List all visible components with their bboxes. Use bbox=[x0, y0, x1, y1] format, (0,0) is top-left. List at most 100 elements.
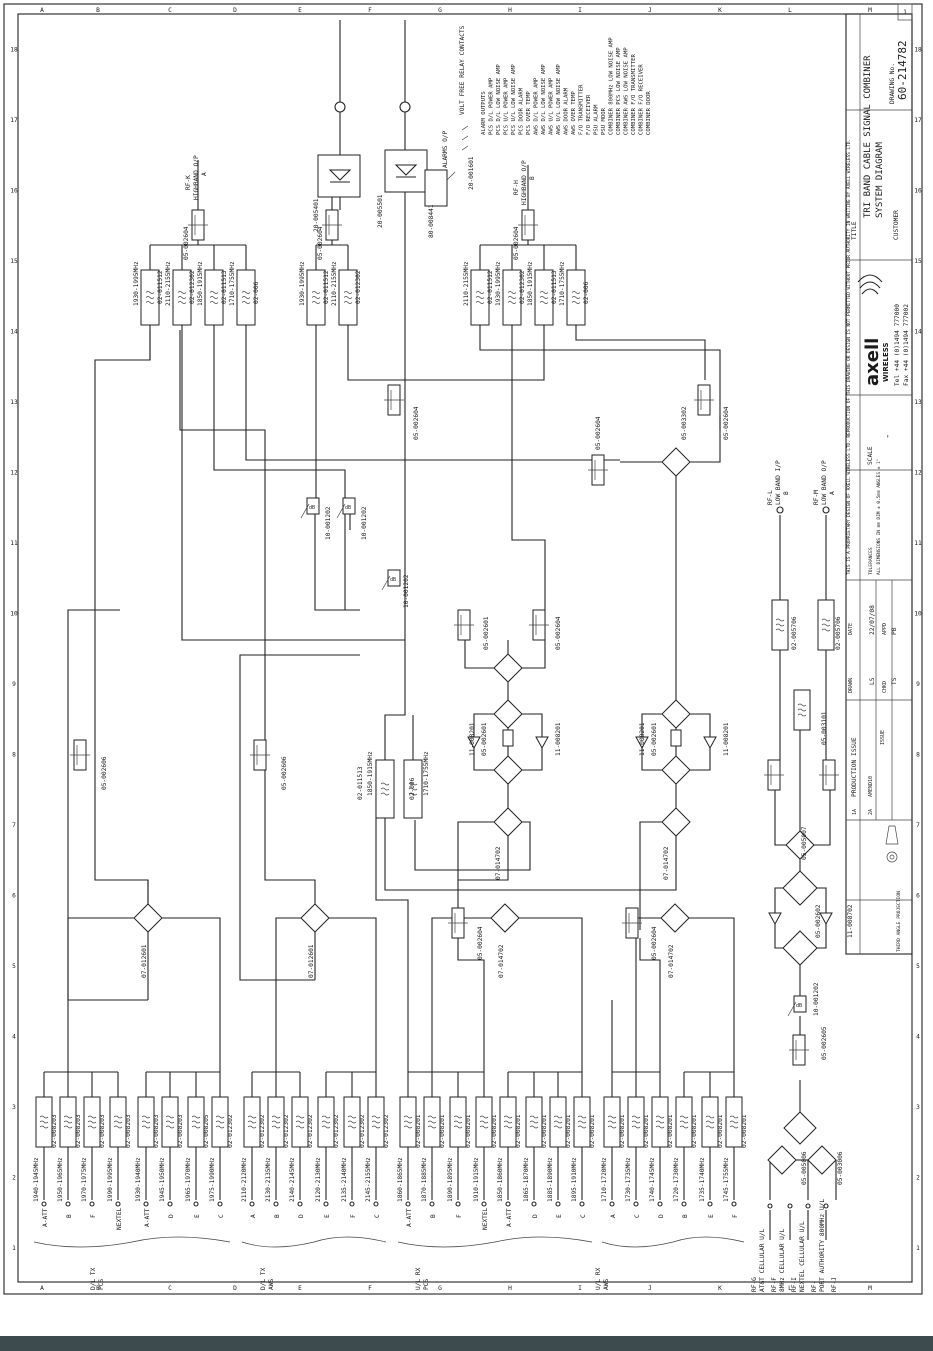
filter-symbol-icon bbox=[141, 1115, 151, 1129]
splitter-part: 05-003302 bbox=[681, 406, 688, 440]
label-group: 2140-2145MHz bbox=[289, 1157, 296, 1202]
filter-frequency: 1710-1755MHz bbox=[423, 751, 430, 796]
label-group: 05-005006 bbox=[801, 1151, 808, 1185]
label-group: A-ATT bbox=[406, 1208, 413, 1227]
input-filter-part: 02-008201 bbox=[667, 1114, 674, 1148]
label-group: 07-014702 bbox=[498, 944, 505, 978]
company-fax: Fax +44 (0)1494 777002 bbox=[903, 304, 910, 386]
input-filter-part: 02-008201 bbox=[465, 1114, 472, 1148]
input-frequency: 1745-1755MHz bbox=[723, 1157, 730, 1202]
led-part-2: 20-005501 bbox=[377, 194, 384, 228]
relay-contacts-title: VOLT FREE RELAY CONTACTS bbox=[459, 25, 466, 115]
lowband-output-label: RF-L bbox=[767, 490, 774, 505]
group-tech: PCS bbox=[98, 1279, 105, 1290]
grid-col-label: K bbox=[718, 7, 722, 14]
alarm-item-group: COMBINER DOOR bbox=[646, 91, 652, 135]
label-group: B bbox=[430, 1214, 437, 1218]
alarm-item-group: PCS U/L LOW NOISE AMP bbox=[511, 64, 517, 135]
wire bbox=[639, 821, 662, 890]
wire bbox=[179, 330, 316, 904]
filter-symbol-icon bbox=[311, 291, 321, 304]
lowband-part: 02-005706 bbox=[791, 616, 798, 650]
grid-row-label: 11 bbox=[10, 540, 18, 547]
wire bbox=[479, 325, 721, 430]
label-group: 11-008702 bbox=[847, 904, 854, 938]
grid-col-label: M bbox=[868, 1285, 872, 1292]
group-combiner bbox=[660, 903, 690, 933]
grid-row-label: 13 bbox=[914, 399, 922, 406]
lowband-amp-right bbox=[819, 912, 833, 926]
alarm-item: PCS D/L POWER AMP bbox=[489, 77, 495, 135]
label-group: 02-008201 bbox=[619, 1114, 626, 1148]
label-group: 1870-1885MHz bbox=[421, 1157, 428, 1202]
label-group: 1860-1865MHz bbox=[397, 1157, 404, 1202]
grid-col-label: F bbox=[368, 1285, 372, 1292]
grid-row-label: 13 bbox=[10, 399, 18, 406]
label-group: 1735-1740MHz bbox=[699, 1157, 706, 1202]
label-group: 1710-1720MHz bbox=[601, 1157, 608, 1202]
attenuator-part: 05-002604 bbox=[183, 226, 190, 260]
input-frequency: 1720-1730MHz bbox=[673, 1157, 680, 1202]
label-group: 11-008201 bbox=[639, 722, 646, 756]
label-group: 1710-1755MHz bbox=[229, 261, 236, 306]
label-group: 02-008201 bbox=[515, 1114, 522, 1148]
label-group: 05-002604 bbox=[413, 406, 420, 440]
alarm-item-group: PCS OVER TEMP bbox=[526, 91, 532, 135]
input-port-icon bbox=[405, 1201, 411, 1207]
alarm-item-group: PCS D/L LOW NOISE AMP bbox=[496, 64, 502, 135]
alarm-item: AWS OVER TEMP bbox=[571, 91, 577, 135]
lowband-output-sub: LOW BAND O/P bbox=[821, 460, 828, 505]
output-port: B bbox=[529, 176, 536, 180]
filter-symbol-icon bbox=[571, 291, 581, 304]
title-block: 1 TITLE TRI BAND CABLE SIGNAL COMBINER S… bbox=[845, 3, 913, 955]
label-group: A-ATT bbox=[144, 1208, 151, 1227]
grid-row-label: 9 bbox=[916, 681, 920, 688]
wire bbox=[67, 917, 134, 928]
alarm-item-group: PSU MOOR bbox=[601, 107, 607, 135]
grid-row-label: 4 bbox=[916, 1034, 920, 1041]
input-filter-part: 02-008201 bbox=[691, 1114, 698, 1148]
label-group: 07-012601 bbox=[141, 944, 148, 978]
alarm-item-group: F/O RECEIVER bbox=[586, 94, 592, 135]
lowband-splitter bbox=[782, 930, 818, 966]
wire bbox=[405, 325, 545, 381]
label-group: 02-011512 bbox=[157, 270, 164, 304]
grid-col-label: D bbox=[233, 1285, 237, 1292]
outer-border bbox=[3, 3, 923, 1295]
input-frequency: 1730-1735MHz bbox=[625, 1157, 632, 1202]
wire bbox=[575, 325, 706, 380]
alarm-item: F/O TRANSMITTER bbox=[579, 84, 585, 135]
filter-symbol-icon bbox=[380, 782, 390, 796]
wire bbox=[768, 1159, 771, 1200]
title-line-1: TRI BAND CABLE SIGNAL COMBINER bbox=[863, 55, 873, 218]
label-group: 2110-2155MHz bbox=[165, 261, 172, 306]
input-port-icon bbox=[531, 1201, 537, 1207]
alarm-item-group: AWS OVER TEMP bbox=[571, 91, 577, 135]
drawing-no-label: DRAWING No. bbox=[889, 63, 896, 104]
third-angle-label: THIRD ANGLE PROJECTION bbox=[896, 891, 902, 952]
lowband-part: 05-003101 bbox=[821, 711, 828, 745]
lowband-combiner-3 bbox=[807, 1145, 837, 1175]
alarm-item-group: COMBINER 800MHz LOW NOISE AMP bbox=[609, 37, 615, 135]
grid-row-label: 18 bbox=[10, 47, 18, 54]
filter-symbol-icon bbox=[631, 1115, 641, 1129]
filter-frequency: 1850-1915MHz bbox=[367, 751, 374, 796]
label-group: 1930-1995MHz bbox=[133, 261, 140, 306]
label-group: 02-008201 bbox=[741, 1114, 748, 1148]
input-port-label: E bbox=[556, 1214, 563, 1218]
label-group: A bbox=[201, 172, 208, 176]
label-group: 1745-1755MHz bbox=[723, 1157, 730, 1202]
input-port-label: A-ATT bbox=[42, 1208, 49, 1227]
label-group: 05-002605 bbox=[821, 1026, 828, 1060]
grid-col-label: J bbox=[648, 7, 652, 14]
bank-filter-frequency: 1710-1755MHz bbox=[229, 261, 236, 306]
input-port-icon bbox=[323, 1201, 329, 1207]
lowband-out-port-icon bbox=[776, 506, 784, 514]
input-port-label: D bbox=[298, 1214, 305, 1218]
filter-symbol-icon bbox=[705, 1115, 715, 1129]
input-port-label: F bbox=[90, 1214, 97, 1218]
